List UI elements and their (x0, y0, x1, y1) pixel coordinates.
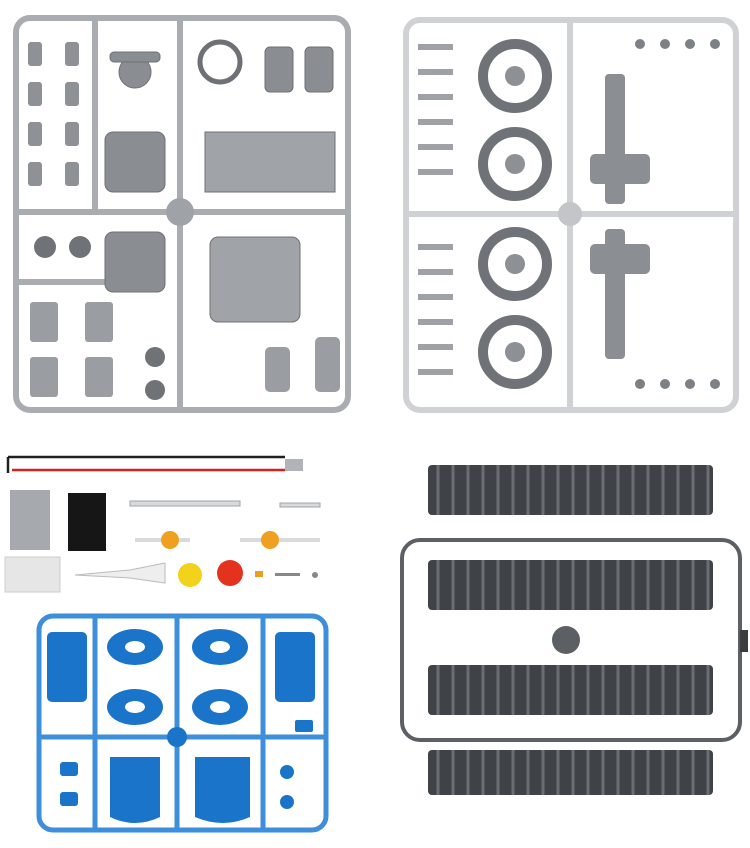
pin-parts (418, 44, 453, 375)
wire-leads (6, 455, 285, 473)
round-parts (34, 236, 165, 400)
small-nut (312, 572, 318, 578)
black-plate (68, 493, 106, 551)
dark-grey-sprue-tracks (398, 455, 748, 800)
bracket-parts (30, 302, 340, 397)
mechanism-parts (104, 39, 336, 323)
oval-caps (107, 629, 248, 725)
axle-shafts (129, 500, 321, 508)
silver-sprue-wheels (400, 14, 742, 416)
loose-parts-wires-motor-gears (0, 445, 340, 600)
axle-assemblies (590, 74, 650, 359)
sprue-tab (740, 630, 748, 652)
blue-sprue-body-parts (35, 612, 330, 834)
battery-holders (47, 632, 315, 702)
track-link-pattern (436, 465, 710, 795)
motor (285, 459, 303, 471)
sprue-hub (167, 727, 187, 747)
white-nozzle-part (74, 562, 166, 584)
wheel-parts (478, 39, 552, 389)
body-shells (110, 757, 250, 823)
grey-sprue-mechanism-parts (10, 12, 355, 417)
sprue-hub (558, 202, 582, 226)
sprue-frame (36, 613, 329, 833)
metal-plate (10, 490, 50, 550)
wheel-hubs (505, 66, 525, 362)
small-screw (275, 573, 300, 576)
orange-gears (135, 531, 320, 549)
oval-cap-holes (125, 641, 230, 713)
clip-parts (28, 42, 79, 186)
small-connectors (60, 720, 313, 809)
small-peg-parts (635, 39, 720, 389)
foam-pad (4, 556, 61, 593)
sprue-hub (552, 626, 580, 654)
sprue-hub (166, 198, 194, 226)
small-bushing (255, 571, 263, 577)
red-gear (217, 560, 243, 586)
yellow-gear (178, 563, 202, 587)
